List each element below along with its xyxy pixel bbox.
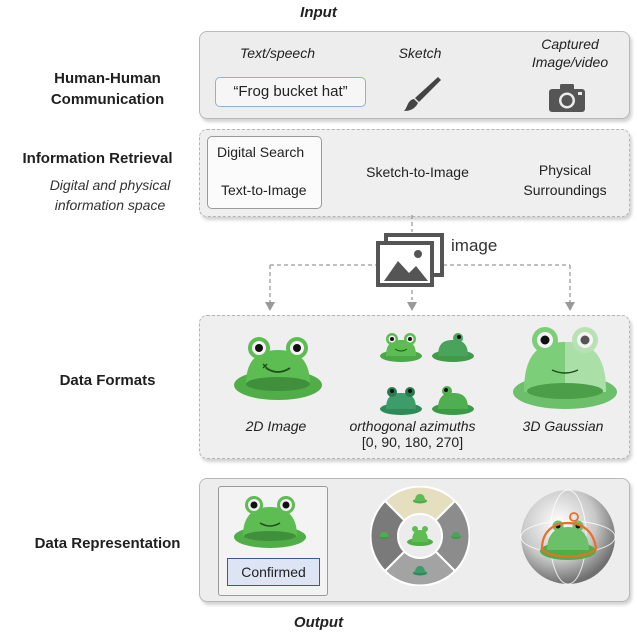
azimuths-label: orthogonal azimuths xyxy=(349,418,476,434)
physical-line1: Physical xyxy=(538,162,592,178)
azimuth-view-0 xyxy=(380,333,422,362)
row1-label-line1: Human-Human xyxy=(54,70,161,87)
row2-sublabel-line1: Digital and physical xyxy=(49,177,171,193)
row2-sublabel: Digital and physical information space xyxy=(25,175,195,215)
sketch-to-image-label: Sketch-to-Image xyxy=(366,164,469,180)
text-query-value: “Frog bucket hat” xyxy=(233,83,348,100)
brush-icon xyxy=(404,77,441,111)
sketch-title: Sketch xyxy=(398,45,442,61)
output-title: Output xyxy=(293,614,344,631)
captured-title: Captured Image/video xyxy=(520,35,620,71)
3d-gaussian-label: 3D Gaussian xyxy=(522,418,604,434)
row2-sublabel-line2: information space xyxy=(54,197,166,213)
frog-hat-3d-gaussian xyxy=(513,327,617,409)
row4-label: Data Representation xyxy=(34,535,181,552)
captured-title-line2: Image/video xyxy=(531,54,609,70)
physical-surroundings-label: Physical Surroundings xyxy=(505,160,625,200)
azimuths-values: [0, 90, 180, 270] xyxy=(361,434,464,450)
image-icon xyxy=(376,233,444,287)
frog-hat-2d-image xyxy=(234,337,322,400)
physical-line2: Surroundings xyxy=(523,182,607,198)
captured-title-line1: Captured xyxy=(541,36,599,52)
row3-label: Data Formats xyxy=(59,372,156,389)
text-query-box[interactable]: “Frog bucket hat” xyxy=(215,77,366,107)
digital-search-option[interactable]: Digital Search xyxy=(217,144,305,160)
azimuth-view-90 xyxy=(432,333,474,362)
azimuth-view-270 xyxy=(432,386,474,415)
row1-label: Human-Human Communication xyxy=(20,68,195,110)
confirmed-button[interactable]: Confirmed xyxy=(227,558,320,586)
sphere-3d-viewer[interactable] xyxy=(518,487,618,587)
camera-icon xyxy=(549,84,585,112)
row2-label: Information Retrieval xyxy=(22,150,173,167)
confirmed-label: Confirmed xyxy=(241,564,306,580)
frog-hat-thumbnail xyxy=(234,496,306,548)
2d-image-label: 2D Image xyxy=(245,418,307,434)
digital-search-box[interactable] xyxy=(207,136,322,209)
azimuth-view-180 xyxy=(380,387,422,415)
image-node-label: image xyxy=(451,236,498,255)
row1-label-line2: Communication xyxy=(50,91,165,108)
view-selector-wheel[interactable] xyxy=(370,486,470,586)
text-speech-title: Text/speech xyxy=(240,45,315,61)
input-title: Input xyxy=(300,4,337,21)
text-to-image-option[interactable]: Text-to-Image xyxy=(221,182,307,198)
